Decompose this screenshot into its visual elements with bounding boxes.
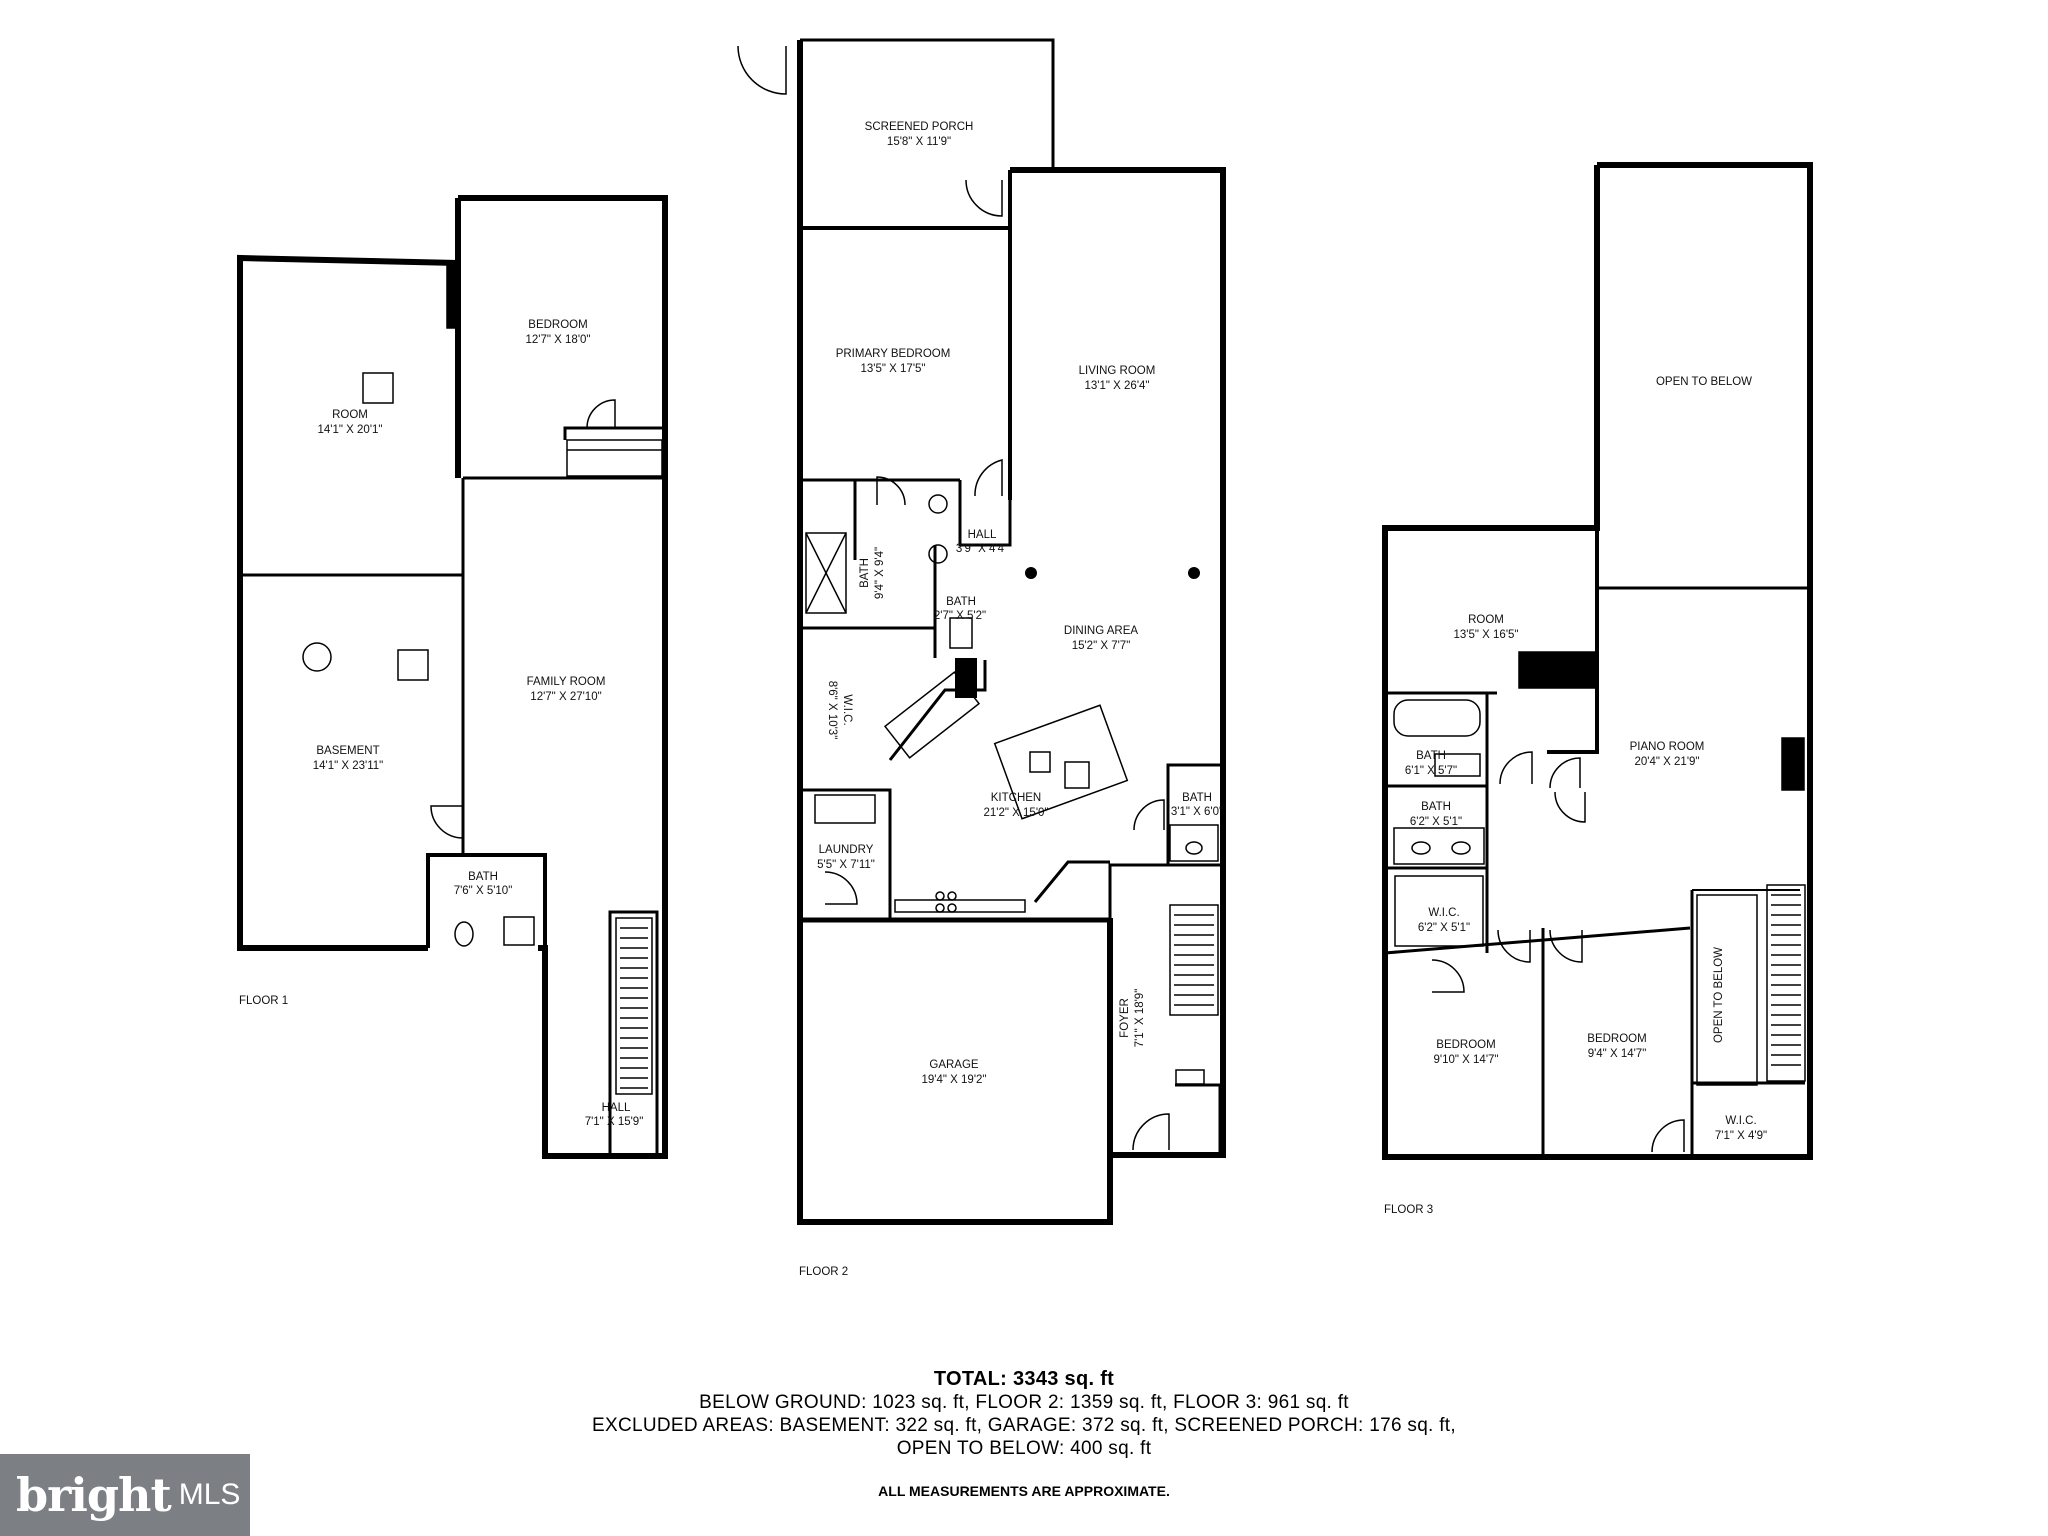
- room-dims: 20'4" X 21'9": [1635, 756, 1700, 768]
- room-name: DINING AREA: [1064, 625, 1138, 637]
- measurement-disclaimer: ALL MEASUREMENTS ARE APPROXIMATE.: [878, 1483, 1170, 1499]
- floor-3-label: FLOOR 3: [1384, 1204, 1433, 1216]
- room-name: BEDROOM: [528, 319, 587, 331]
- room-dims: 5'5" X 7'11": [817, 859, 875, 871]
- room-dims: 13'1" X 26'4": [1085, 380, 1150, 392]
- floor-1-plan: [237, 195, 668, 1159]
- room-name: BATH: [859, 558, 871, 588]
- floor-2-label: FLOOR 2: [799, 1266, 848, 1278]
- room-dims: 21'2" X 15'0": [984, 807, 1049, 819]
- room-name: OPEN TO BELOW: [1656, 376, 1752, 388]
- room-dims: 14'1" X 23'11": [313, 760, 384, 772]
- bright-mls-logo: bright MLS: [0, 1454, 250, 1536]
- room-dims: 7'1" X 15'9": [585, 1116, 644, 1128]
- room-dims: 13'5" X 16'5": [1454, 629, 1519, 641]
- room-name: SCREENED PORCH: [865, 121, 974, 133]
- room-name: BATH: [468, 871, 498, 883]
- room-dims: 9'10" X 14'7": [1434, 1054, 1499, 1066]
- room-dims: 9'4" X 14'7": [1588, 1048, 1647, 1060]
- floor-labels: FLOOR 1 FLOOR 2 FLOOR 3: [239, 995, 1433, 1278]
- room-name: KITCHEN: [991, 792, 1041, 804]
- room-name: HALL: [968, 529, 997, 541]
- room-name: BEDROOM: [1587, 1033, 1646, 1045]
- room-name: W.I.C.: [1428, 907, 1459, 919]
- room-dims: 6'2" X 5'1": [1410, 816, 1462, 828]
- room-name: BASEMENT: [316, 745, 379, 757]
- room-dims: 6'2" X 5'1": [1418, 922, 1470, 934]
- excluded-areas: EXCLUDED AREAS: BASEMENT: 322 sq. ft, GA…: [592, 1415, 1456, 1436]
- room-dims: 12'7" X 27'10": [530, 691, 601, 703]
- room-name: FAMILY ROOM: [527, 676, 606, 688]
- room-dims: 15'8" X 11'9": [887, 136, 951, 148]
- room-dims: 14'1" X 20'1": [318, 424, 383, 436]
- floor-1-label: FLOOR 1: [239, 995, 288, 1007]
- room-name: BATH: [946, 596, 976, 608]
- room-name: GARAGE: [929, 1059, 979, 1071]
- room-name: W.I.C.: [841, 694, 853, 725]
- room-dims: 7'1" X 18'9": [1134, 989, 1146, 1048]
- floor-2-wall-dots: [955, 567, 1200, 698]
- logo-brand: bright: [16, 1468, 172, 1522]
- floor-2-fixtures: [737, 45, 1219, 1151]
- floor-1-fixtures: [302, 262, 663, 1095]
- room-name: PIANO ROOM: [1630, 741, 1705, 753]
- room-dims: 7'1" X 4'9": [1715, 1130, 1767, 1142]
- room-dims: 15'2" X 7'7": [1072, 640, 1131, 652]
- logo-suffix: MLS: [178, 1478, 241, 1511]
- room-dims: 6'1" X 5'7": [1405, 765, 1457, 777]
- room-name: BATH: [1421, 801, 1451, 813]
- room-dims: 2'7" X 5'2": [934, 610, 986, 622]
- total-area: TOTAL: 3343 sq. ft: [933, 1368, 1115, 1390]
- room-labels: BEDROOM 12'7" X 18'0" ROOM 14'1" X 20'1"…: [313, 121, 1767, 1142]
- open-to-below-area: OPEN TO BELOW: 400 sq. ft: [896, 1438, 1152, 1459]
- room-name: OPEN TO BELOW: [1713, 947, 1725, 1043]
- room-name: PRIMARY BEDROOM: [836, 348, 951, 360]
- room-dims: 8'6" X 10'3": [826, 681, 838, 740]
- room-name: LIVING ROOM: [1079, 365, 1156, 377]
- room-name: LAUNDRY: [819, 844, 874, 856]
- room-dims: 7'6" X 5'10": [454, 885, 513, 897]
- floor-3-fixtures: [1393, 651, 1806, 1153]
- room-dims: 3'9" X 4'4": [956, 543, 1008, 555]
- room-dims: 9'4" X 9'4": [874, 547, 886, 599]
- room-dims: 3'1" X 6'0": [1171, 806, 1223, 818]
- room-name: ROOM: [1468, 614, 1504, 626]
- room-dims: 13'5" X 17'5": [861, 363, 926, 375]
- room-name: FOYER: [1119, 998, 1131, 1038]
- room-name: ROOM: [332, 409, 368, 421]
- floor-2-plan: [797, 38, 1226, 1225]
- room-name: HALL: [602, 1102, 631, 1114]
- area-summary: TOTAL: 3343 sq. ft BELOW GROUND: 1023 sq…: [0, 1368, 2048, 1460]
- floor-3-plan: [1382, 162, 1813, 1160]
- room-name: W.I.C.: [1725, 1115, 1756, 1127]
- room-dims: 12'7" X 18'0": [526, 334, 591, 346]
- room-name: BATH: [1182, 792, 1212, 804]
- room-dims: 19'4" X 19'2": [922, 1074, 987, 1086]
- room-name: BEDROOM: [1436, 1039, 1495, 1051]
- room-name: BATH: [1416, 750, 1446, 762]
- area-breakdown: BELOW GROUND: 1023 sq. ft, FLOOR 2: 1359…: [699, 1392, 1349, 1413]
